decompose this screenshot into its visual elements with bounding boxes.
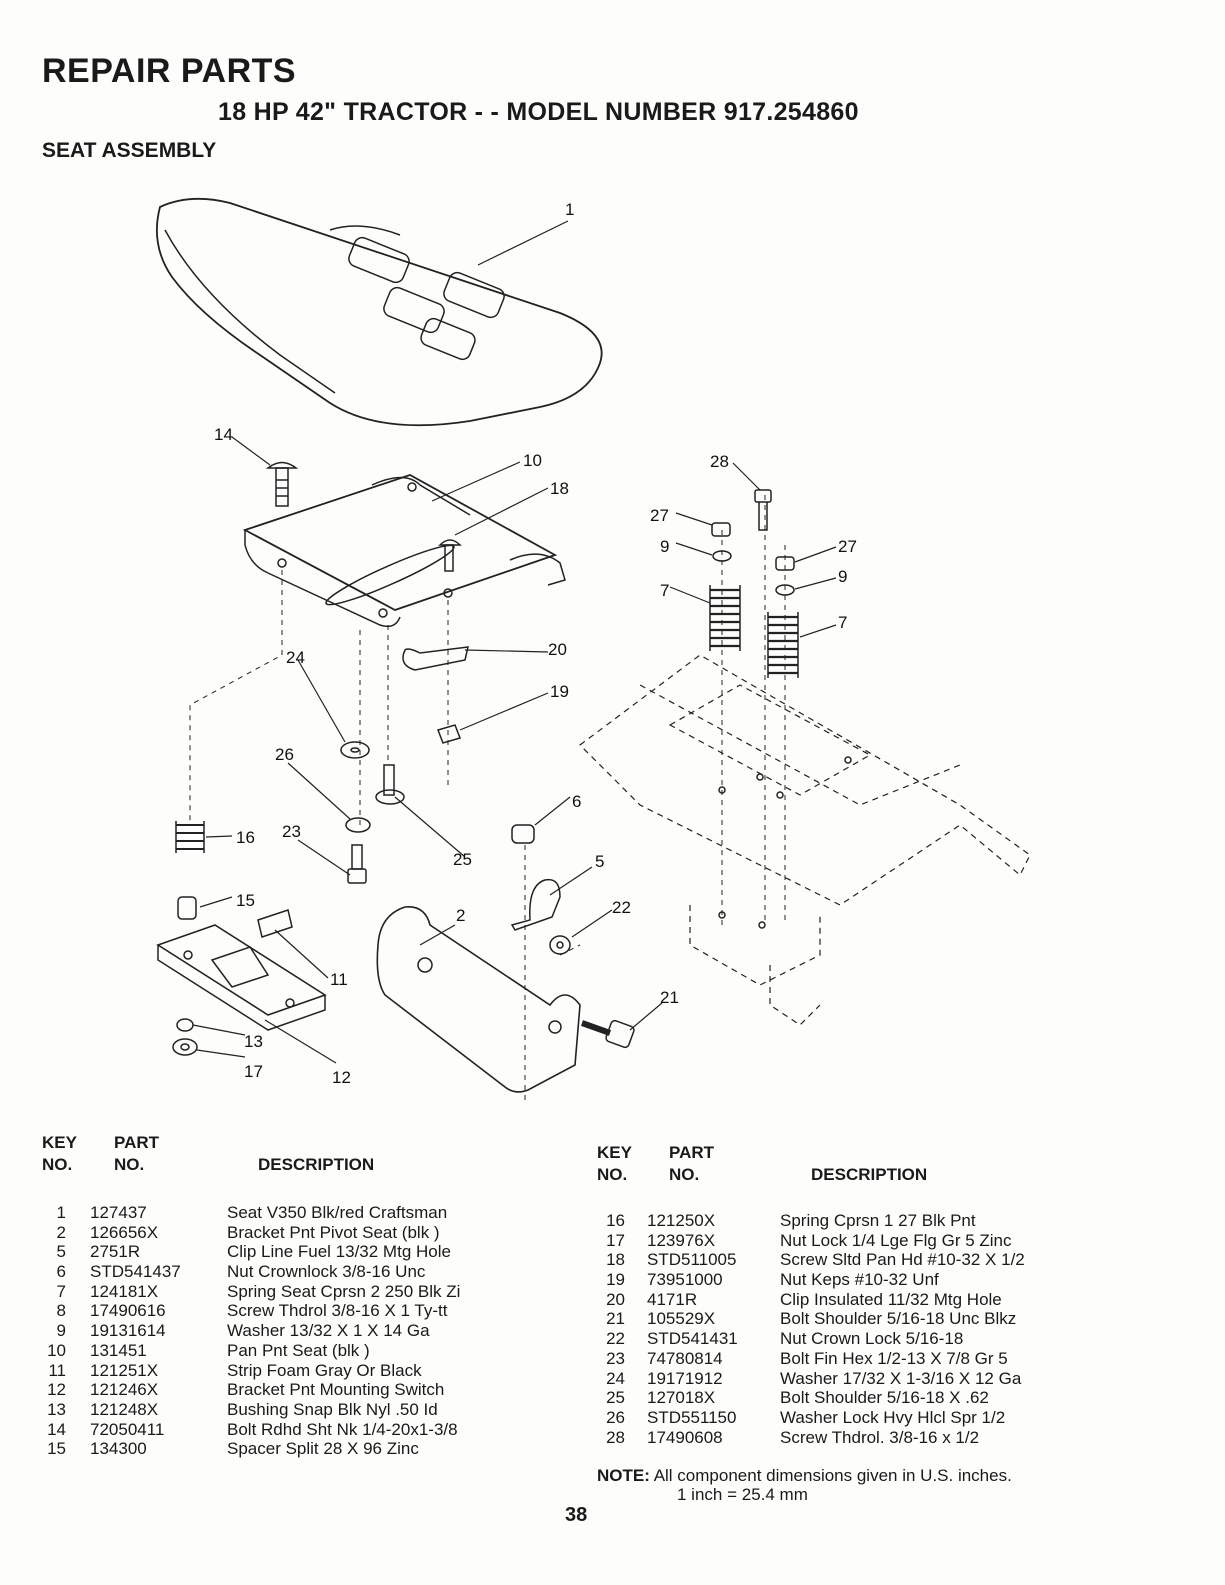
- switch-bracket-12-drawing: [156, 924, 327, 1031]
- callout-25: 25: [453, 850, 472, 869]
- callout-12: 12: [332, 1068, 351, 1087]
- screw-28-drawing: [754, 489, 772, 531]
- callout-5: 5: [595, 852, 604, 871]
- fuel-clip-5-drawing: [510, 878, 561, 931]
- diagram-svg: 1 14 10 18 28 27 9 7 27 9 7 20 19 24 26 …: [155, 197, 1031, 1105]
- bolt-14-drawing: [265, 461, 299, 507]
- nut-27-right-drawing: [775, 556, 795, 571]
- header-part: PART: [669, 1143, 715, 1162]
- callout-21: 21: [660, 988, 679, 1007]
- header-key-no: NO.: [42, 1155, 73, 1174]
- callout-9-left: 9: [660, 537, 669, 556]
- header-description: DESCRIPTION: [258, 1155, 375, 1174]
- section-heading: SEAT ASSEMBLY: [42, 139, 217, 162]
- callout-7-right: 7: [838, 613, 847, 632]
- header-key: KEY: [597, 1143, 632, 1162]
- callout-28: 28: [710, 452, 729, 471]
- header-part-no: NO.: [114, 1155, 145, 1174]
- note-label: NOTE:: [597, 1466, 650, 1485]
- clip-20-drawing: [402, 646, 469, 671]
- callout-20: 20: [548, 640, 567, 659]
- shoulder-bolt-21-drawing: [580, 1019, 635, 1049]
- dimensions-note: NOTE: All component dimensions given in …: [597, 1466, 1012, 1504]
- bolt-25-drawing: [375, 764, 405, 805]
- callout-17: 17: [244, 1062, 263, 1081]
- spring-16-drawing: [175, 821, 205, 853]
- guide-lines: [189, 495, 786, 1105]
- frame-holes: [718, 756, 852, 929]
- model-subtitle: 18 HP 42" TRACTOR - - MODEL NUMBER 917.2…: [218, 98, 859, 126]
- callout-24: 24: [286, 648, 305, 667]
- bolt-23-drawing: [347, 844, 367, 884]
- page-title: REPAIR PARTS: [42, 52, 297, 90]
- pivot-bracket-2-drawing: [376, 906, 581, 1093]
- callout-11: 11: [330, 970, 348, 989]
- callout-27-left: 27: [650, 506, 669, 525]
- foam-strip-11-drawing: [257, 909, 293, 938]
- spring-7-left-drawing: [709, 585, 741, 651]
- exploded-parts-diagram: 1 14 10 18 28 27 9 7 27 9 7 20 19 24 26 …: [0, 185, 1225, 1105]
- callout-13: 13: [244, 1032, 263, 1051]
- spacer-15-drawing: [177, 896, 197, 920]
- leader-lines: [192, 220, 837, 1064]
- seat-pan-drawing: [242, 474, 566, 628]
- callout-7-left: 7: [660, 581, 669, 600]
- callout-27-right: 27: [838, 537, 857, 556]
- washer-26-drawing: [345, 817, 371, 833]
- washer-24-drawing: [340, 741, 370, 759]
- nut-27-left-drawing: [711, 522, 731, 537]
- nut-17-drawing: [172, 1038, 198, 1056]
- washer-9-left-drawing: [712, 550, 732, 562]
- callout-2: 2: [456, 906, 465, 925]
- tractor-frame-drawing: [579, 654, 1031, 1026]
- header-key: KEY: [42, 1133, 77, 1152]
- callout-26: 26: [275, 745, 294, 764]
- callout-18: 18: [550, 479, 569, 498]
- callout-19: 19: [550, 682, 569, 701]
- callout-10: 10: [523, 451, 542, 470]
- callout-16: 16: [236, 828, 255, 847]
- washer-9-right-drawing: [775, 584, 795, 596]
- screw-18-drawing: [438, 539, 462, 572]
- header-key-no: NO.: [597, 1165, 628, 1184]
- callout-22: 22: [612, 898, 631, 917]
- callout-9-right: 9: [838, 567, 847, 586]
- callout-labels: 1 14 10 18 28 27 9 7 27 9 7 20 19 24 26 …: [214, 200, 857, 1087]
- callout-23: 23: [282, 822, 301, 841]
- page-number: 38: [565, 1504, 588, 1526]
- nut-19-drawing: [437, 724, 461, 744]
- header-description: DESCRIPTION: [811, 1165, 928, 1184]
- header-part-no: NO.: [669, 1165, 700, 1184]
- header-part: PART: [114, 1133, 160, 1152]
- nut-22-drawing: [549, 935, 571, 955]
- spring-7-right-drawing: [767, 612, 799, 678]
- callout-6: 6: [572, 792, 581, 811]
- nut-6-drawing: [511, 824, 535, 844]
- seat-drawing: [155, 197, 603, 427]
- callout-1: 1: [565, 200, 574, 219]
- note-line-2: 1 inch = 25.4 mm: [677, 1485, 808, 1504]
- callout-14: 14: [214, 425, 233, 444]
- callout-15: 15: [236, 891, 255, 910]
- note-line-1: All component dimensions given in U.S. i…: [653, 1466, 1012, 1485]
- bushing-13-drawing: [176, 1018, 194, 1032]
